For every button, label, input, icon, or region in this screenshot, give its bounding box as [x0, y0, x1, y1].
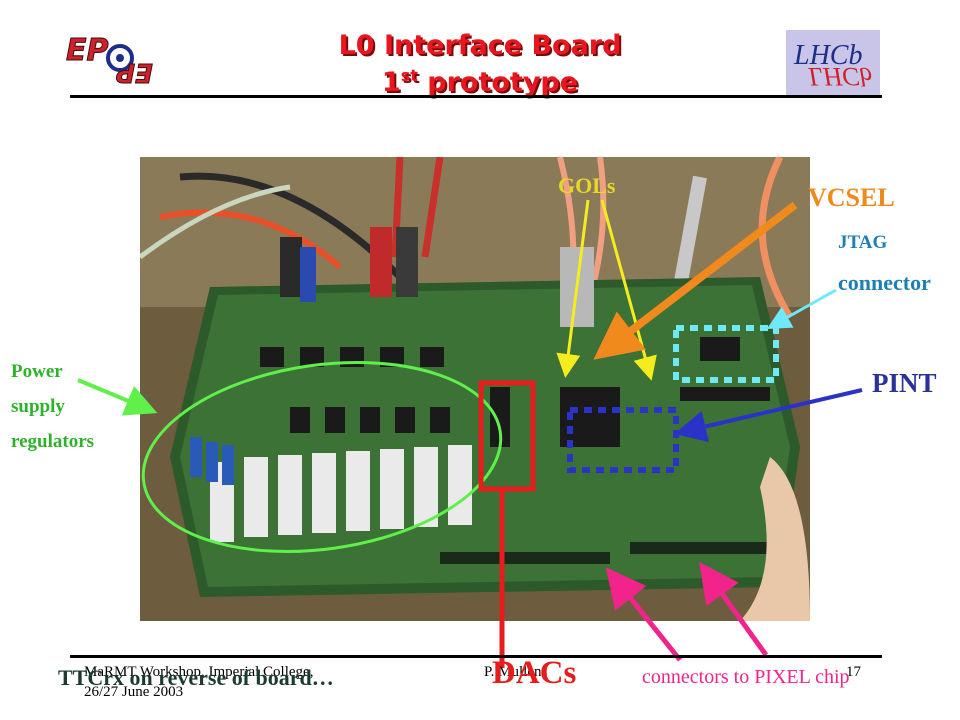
dacs-label: DACs [492, 655, 577, 691]
slide-title: L0 Interface Board [338, 30, 622, 61]
lhcb-logo: LHCb LHCb [786, 30, 880, 96]
ep-logo-text: EP [66, 33, 108, 68]
power-label-line3: regulators [11, 431, 95, 452]
jtag-label-line2: connector [838, 270, 931, 295]
footer-workshop-line2: 26/27 June 2003 [84, 684, 184, 700]
subtitle-rest: prototype [417, 67, 579, 98]
connectors-label: connectors to PIXEL chip [642, 666, 850, 688]
pint-label: PINT [872, 368, 937, 398]
board-photo [140, 157, 810, 621]
footer-workshop-line1: MaRMT Workshop, Imperial College, [84, 664, 314, 680]
ep-logo: EP EP [62, 30, 172, 92]
svg-text:EP: EP [116, 57, 153, 87]
subtitle-number: 1 [381, 67, 401, 98]
slide-subtitle: 1st prototype [250, 66, 710, 98]
subtitle-ordinal: st [400, 66, 418, 85]
header-divider [70, 95, 882, 98]
footer-divider [70, 655, 882, 658]
jtag-label-line1: JTAG [838, 232, 888, 253]
footer-page-number: 17 [846, 664, 861, 680]
power-label-line2: supply [11, 396, 65, 417]
vcsel-label: VCSEL [808, 183, 895, 212]
svg-text:LHCb: LHCb [807, 62, 872, 91]
ttcrx-note: TTCrx on reverse of board… [58, 665, 334, 690]
gols-label: GOLs [558, 173, 616, 198]
footer-author: P. Mullens [484, 664, 548, 680]
power-label-line1: Power [11, 361, 63, 382]
lhcb-logo-text: LHCb [793, 40, 862, 71]
